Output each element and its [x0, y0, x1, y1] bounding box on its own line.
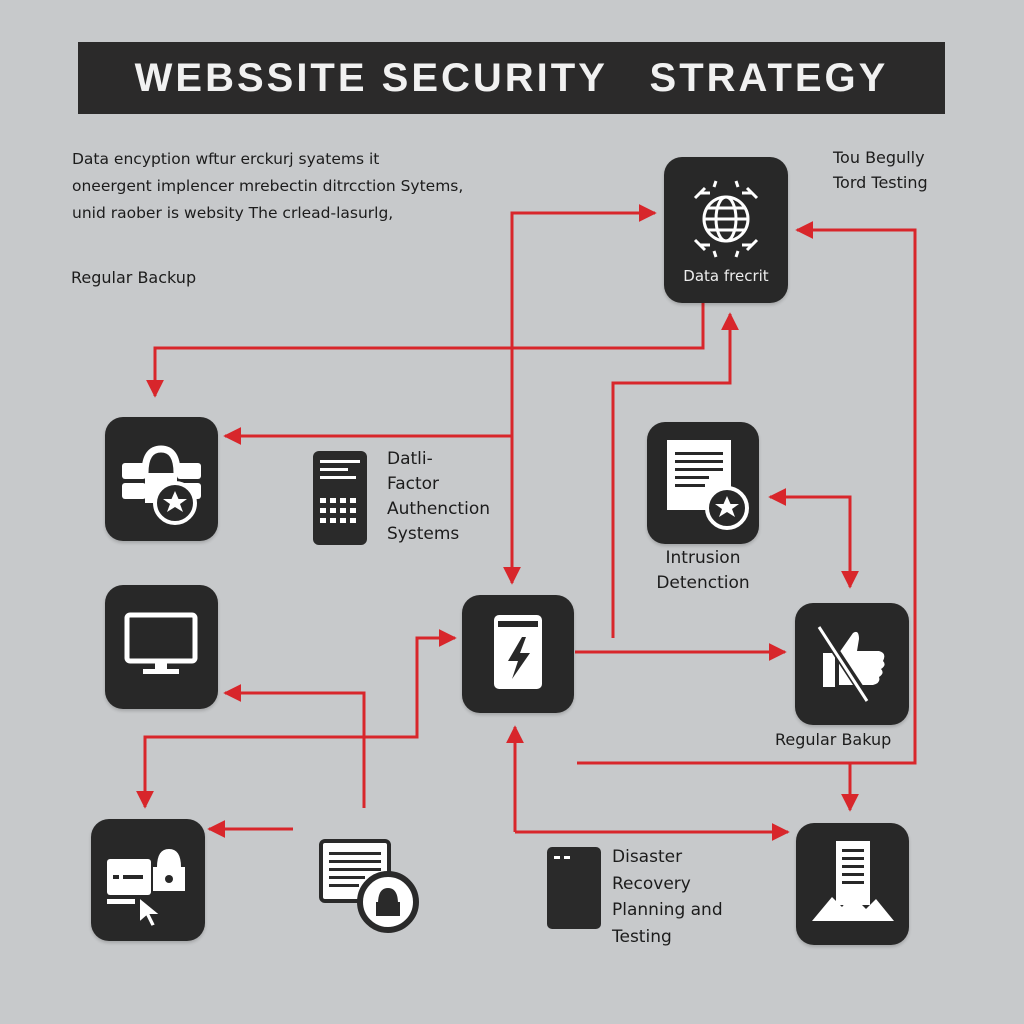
- intro-line-1: Data encyption wftur erckurj syatems it: [72, 150, 380, 168]
- disaster-line-4: Testing: [612, 926, 672, 947]
- intrusion-detection-tile[interactable]: [647, 422, 759, 544]
- disaster-recovery-label: Disaster Recovery Planning and Testing: [612, 844, 723, 950]
- intro-text: Data encyption wftur erckurj syatems it …: [72, 146, 502, 227]
- intro-line-3: unid raober is websity The crlead-lasurl…: [72, 204, 394, 222]
- document-lock-icon: [319, 839, 419, 933]
- building-tile[interactable]: [796, 823, 909, 945]
- page-title: WEBSSITE SECURITY STRATEGY: [78, 42, 945, 114]
- keypad-device-icon: [313, 451, 367, 545]
- regular-backup-label-right: Regular Bakup: [775, 730, 892, 749]
- padlock-star-icon: [122, 445, 201, 525]
- thumb-slash-tile[interactable]: [795, 603, 909, 725]
- intro-line-2: oneergent implencer mrebectin ditrcction…: [72, 177, 464, 195]
- network-cursor-icon: [107, 849, 185, 929]
- arrow-to-monitor: [223, 684, 366, 808]
- server-icon: [547, 847, 601, 929]
- disaster-line-1: Disaster: [612, 847, 683, 867]
- intrusion-line-1: Intrusion: [665, 548, 741, 568]
- lock-star-tile[interactable]: [105, 417, 218, 541]
- network-cursor-tile[interactable]: [91, 819, 205, 941]
- building-mountain-icon: [812, 841, 894, 921]
- disaster-line-3: Planning and: [612, 900, 723, 920]
- arrow-up-to-data: [611, 312, 739, 638]
- arrow-up-to-center-left: [415, 629, 457, 693]
- intrusion-line-2: Detenction: [656, 573, 750, 593]
- disaster-line-2: Recovery: [612, 873, 691, 894]
- arrow-center-to-data: [510, 204, 657, 436]
- top-right-note: Tou Begully Tord Testing: [833, 145, 928, 195]
- mfa-line-1: Datli-: [387, 449, 433, 469]
- thumb-slash-icon: [817, 626, 885, 702]
- mfa-line-4: Systems: [387, 524, 460, 544]
- mfa-label: Datli- Factor Authenction Systems: [387, 447, 490, 547]
- arrow-right-loop-to-data: [577, 221, 917, 765]
- mfa-line-2: Factor: [387, 474, 440, 494]
- top-right-line-1: Tou Begully: [833, 148, 925, 167]
- mfa-line-3: Authenction: [387, 499, 490, 519]
- data-tile-label: Data frecrit: [683, 267, 769, 285]
- document-star-icon: [667, 440, 749, 530]
- globe-gear-icon: [693, 180, 759, 258]
- monitor-icon: [124, 612, 198, 674]
- lightning-device-icon: [494, 615, 542, 689]
- arrow-intrusion-thumb: [768, 488, 859, 589]
- arrow-paths: [136, 204, 917, 841]
- intrusion-label: Intrusion Detenction: [647, 546, 759, 596]
- monitor-tile[interactable]: [105, 585, 218, 709]
- top-right-line-2: Tord Testing: [833, 173, 928, 192]
- data-encryption-tile[interactable]: Data frecrit: [664, 157, 788, 303]
- arrow-data-to-lock: [146, 303, 705, 398]
- arrow-to-center-left: [136, 693, 419, 809]
- center-device-tile[interactable]: [462, 595, 574, 713]
- regular-backup-label-top: Regular Backup: [71, 268, 197, 287]
